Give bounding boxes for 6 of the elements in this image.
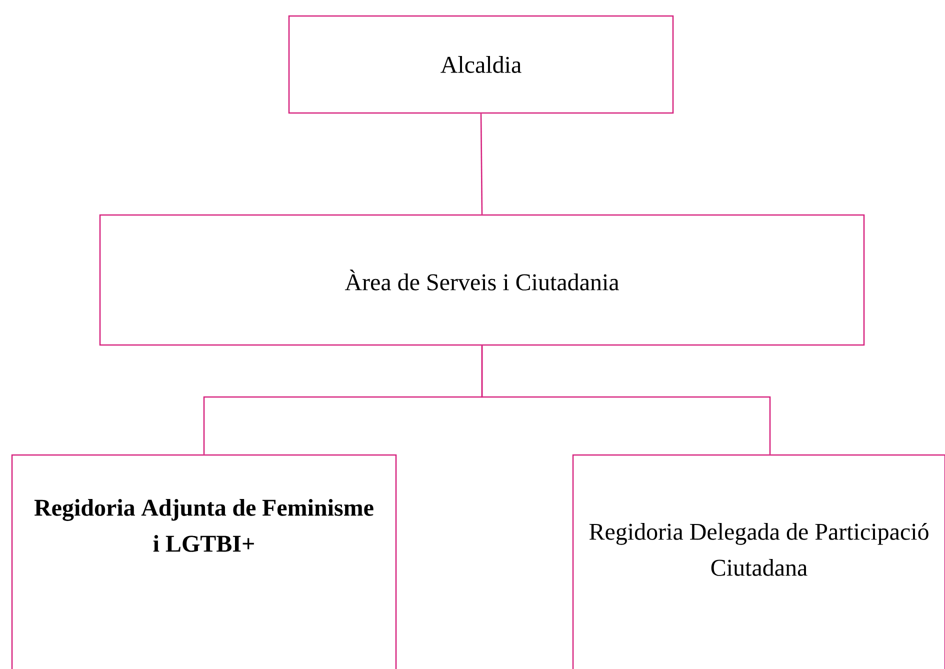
org-box: Regidoria Delegada de Participació Ciutadana	[572, 454, 945, 669]
org-box: Àrea de Serveis i Ciutadania	[99, 214, 865, 346]
org-box: Regidoria Adjunta de Feminisme i LGTBI+	[11, 454, 397, 669]
org-box: Alcaldia	[288, 15, 674, 114]
connector-line	[480, 114, 483, 214]
connector-line	[481, 346, 771, 454]
